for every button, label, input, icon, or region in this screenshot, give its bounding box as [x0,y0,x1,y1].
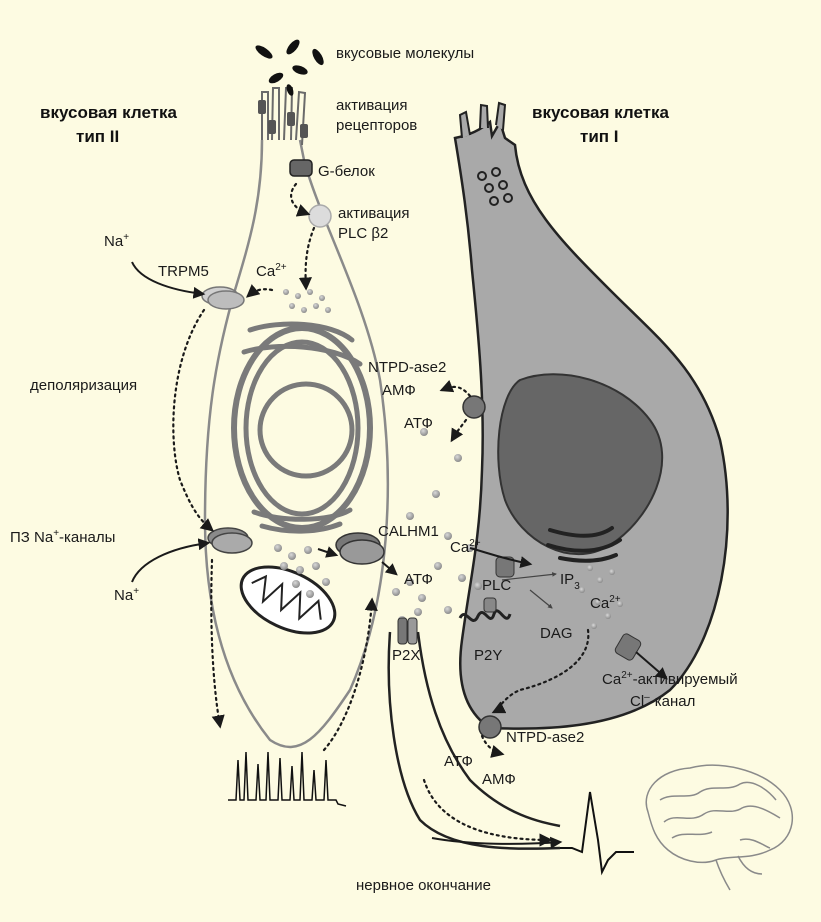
trpm5-channel-icon [202,287,244,309]
ntpdase2-bottom-icon [479,716,501,738]
type2-cell [202,88,388,747]
title-type2-line1: вкусовая клетка [40,103,178,122]
spike-train-trace [228,752,346,806]
type1-cell [455,103,728,729]
label-plc-activation-1: активация [338,205,410,222]
receptor-icons [258,100,308,138]
label-ntpdase2-bottom: NTPD-ase2 [506,729,584,746]
label-amp-bottom: АМФ [482,771,516,788]
taste-molecule-icons [254,38,326,97]
label-na-bottom: Na+ [114,586,139,604]
label-atp-mid: АТФ [404,571,433,588]
calhm1-channel-icon [336,533,384,564]
title-type1-line2: тип I [580,127,619,146]
label-depolarization: деполяризация [30,377,137,394]
title-type1-line1: вкусовая клетка [532,103,670,122]
action-potential-trace [560,792,634,872]
label-receptor-activation-2: рецепторов [336,117,417,134]
label-cl-channel-2: Cl–-канал [630,692,695,710]
plc-beta2-icon [309,205,331,227]
label-ca-top: Ca2+ [256,262,287,280]
label-receptor-activation-1: активация [336,97,408,114]
label-plc-activation-2: PLC β2 [338,225,388,242]
g-protein-icon [290,160,312,176]
label-taste-molecules: вкусовые молекулы [336,45,474,62]
brain-icon [646,765,792,890]
title-type2-line2: тип II [76,127,119,146]
label-plc: PLC [482,577,511,594]
ntpdase2-top-icon [463,396,485,418]
mitochondrion [231,553,345,646]
label-na-top: Na+ [104,232,129,250]
label-trpm5: TRPM5 [158,263,209,280]
label-p2y: P2Y [474,647,502,664]
label-atp-bottom: АТФ [444,753,473,770]
label-g-protein: G-белок [318,163,375,180]
na-channel-icon [208,528,252,553]
type2-endoplasmic-reticulum [234,324,370,531]
label-dag: DAG [540,625,573,642]
label-amp-top: АМФ [382,382,416,399]
label-na-channels: ПЗ Na+-каналы [10,528,115,546]
label-p2x: P2X [392,647,420,664]
label-calhm1: CALHM1 [378,523,439,540]
label-atp-top: АТФ [404,415,433,432]
label-ntpdase2-top: NTPD-ase2 [368,359,446,376]
p2x-channel-icon [398,618,417,644]
label-nerve-ending: нервное окончание [356,877,491,894]
